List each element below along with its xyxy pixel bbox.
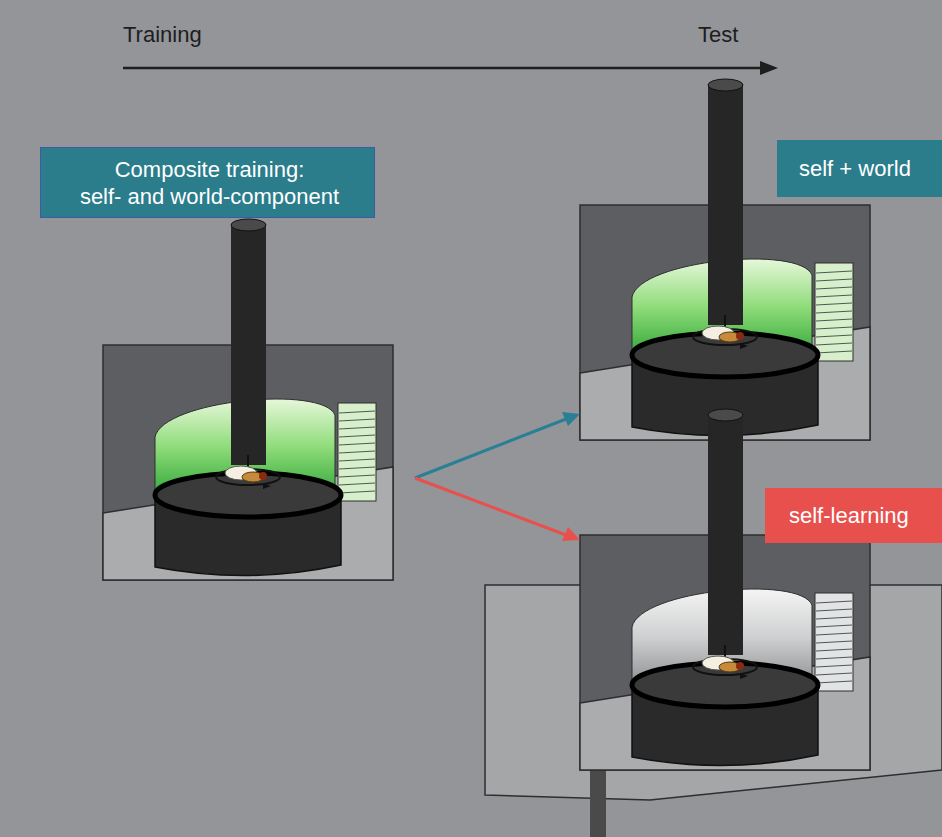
- timeline-label: Test: [698, 22, 738, 48]
- box-text: self- and world-component: [51, 183, 368, 210]
- box-text: Composite training:: [51, 156, 368, 183]
- label-box: self + world: [777, 140, 942, 197]
- timeline-label: Training: [123, 22, 202, 48]
- label-box: self-learning: [765, 488, 942, 543]
- box-text: self-learning: [789, 502, 936, 529]
- box-text: self + world: [799, 155, 936, 182]
- label-box: Composite training:self- and world-compo…: [40, 147, 375, 218]
